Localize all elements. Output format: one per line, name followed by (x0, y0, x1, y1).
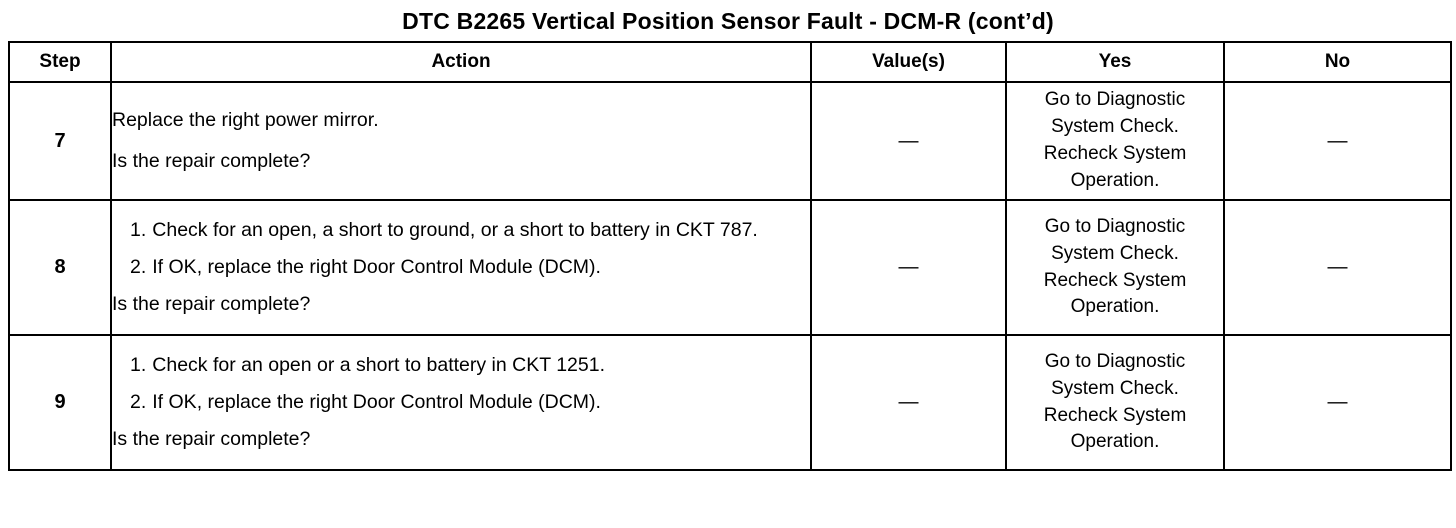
column-header-step: Step (8, 41, 112, 83)
action-line-numbered: 2. If OK, replace the right Door Control… (112, 254, 810, 281)
action-line-numbered: 1. Check for an open, a short to ground,… (112, 217, 810, 244)
yes-cell: Go to Diagnostic System Check. Recheck S… (1005, 199, 1225, 336)
step-number: 7 (8, 81, 112, 201)
action-line: Is the repair complete? (112, 427, 311, 450)
step-number: 8 (8, 199, 112, 336)
yes-cell: Go to Diagnostic System Check. Recheck S… (1005, 334, 1225, 471)
action-line-numbered: 2. If OK, replace the right Door Control… (112, 389, 810, 416)
action-number: 2. (130, 256, 147, 279)
no-cell: — (1223, 81, 1452, 201)
action-number: 1. (130, 219, 147, 242)
no-cell: — (1223, 334, 1452, 471)
yes-line: Go to Diagnostic (1044, 215, 1186, 237)
action-line: Replace the right power mirror. (112, 109, 379, 132)
action-number: 2. (130, 391, 147, 414)
column-header-value: Value(s) (810, 41, 1007, 83)
yes-line: System Check. (1051, 116, 1179, 138)
action-line: Is the repair complete? (112, 292, 311, 315)
action-text: If OK, replace the right Door Control Mo… (152, 391, 601, 414)
table-body: 7 Replace the right power mirror. Is the… (8, 81, 1452, 471)
yes-line: System Check. (1051, 242, 1179, 264)
no-cell: — (1223, 199, 1452, 336)
diagnostic-table: Step Action Value(s) Yes No 7 Replace th… (8, 41, 1452, 471)
yes-line: Recheck System (1043, 143, 1187, 164)
action-text: Check for an open, a short to ground, or… (152, 219, 758, 242)
value-cell: — (810, 334, 1007, 471)
action-cell: 1. Check for an open, a short to ground,… (110, 199, 812, 336)
value-cell: — (810, 199, 1007, 336)
table-row: 8 1. Check for an open, a short to groun… (8, 199, 1452, 336)
value-cell: — (810, 81, 1007, 201)
yes-line: Go to Diagnostic (1044, 350, 1186, 372)
yes-cell: Go to Diagnostic System Check. Recheck S… (1005, 81, 1225, 201)
column-header-no: No (1223, 41, 1452, 83)
action-text: If OK, replace the right Door Control Mo… (152, 256, 601, 279)
yes-line: Go to Diagnostic (1044, 89, 1186, 111)
table-header-row: Step Action Value(s) Yes No (8, 41, 1452, 83)
action-line: Is the repair complete? (112, 150, 311, 172)
column-header-action: Action (110, 41, 812, 83)
yes-line: Operation. (1070, 169, 1160, 191)
page-title: DTC B2265 Vertical Position Sensor Fault… (402, 8, 1054, 34)
yes-line: Recheck System (1043, 269, 1187, 291)
yes-line: System Check. (1051, 377, 1179, 399)
yes-line: Recheck System (1043, 404, 1187, 426)
table-row: 7 Replace the right power mirror. Is the… (8, 81, 1452, 201)
action-number: 1. (130, 354, 147, 377)
action-text: Check for an open or a short to battery … (152, 354, 605, 377)
action-cell: Replace the right power mirror. Is the r… (110, 81, 812, 201)
step-number: 9 (8, 334, 112, 471)
action-cell: 1. Check for an open or a short to batte… (110, 334, 812, 471)
table-header: Step Action Value(s) Yes No (8, 41, 1452, 83)
table-row: 9 1. Check for an open or a short to bat… (8, 334, 1452, 471)
yes-line: Operation. (1070, 296, 1160, 318)
yes-line: Operation. (1070, 431, 1160, 453)
column-header-yes: Yes (1005, 41, 1225, 83)
action-line-numbered: 1. Check for an open or a short to batte… (112, 352, 810, 379)
